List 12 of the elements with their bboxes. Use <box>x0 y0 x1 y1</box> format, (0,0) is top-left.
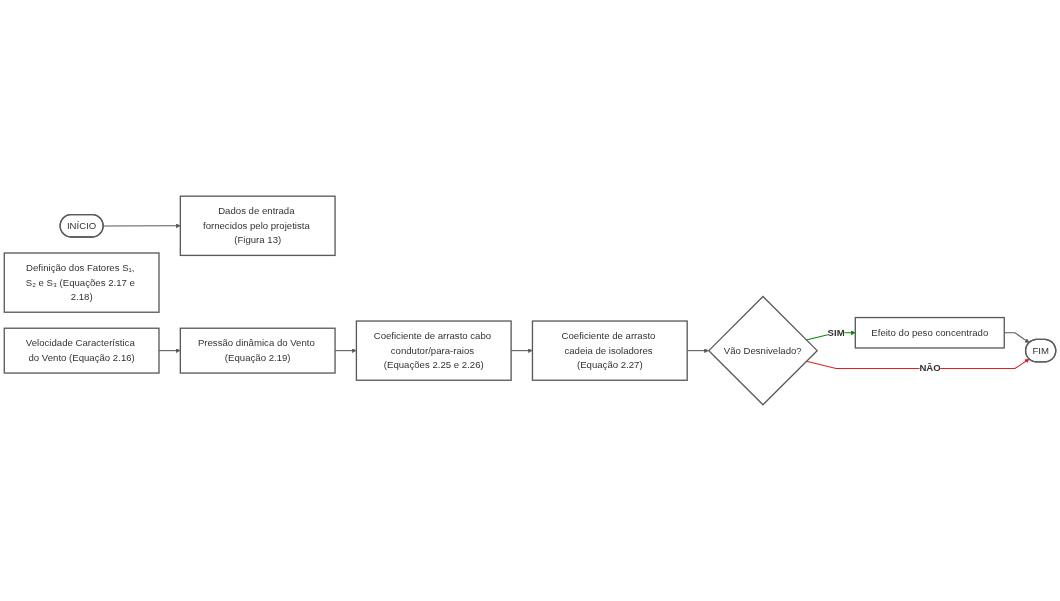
edge-label: NÃO <box>919 362 941 374</box>
arrow <box>805 358 1030 370</box>
node-box: Coeficiente de arrasto cabo condutor/para-raios (Equações 2.25 e 2.26) <box>355 320 512 381</box>
node-box: Definição dos Fatores S₁, S₂ e S₃ (Equações 2.17 e 2.18) <box>3 252 160 313</box>
node-box: Pressão dinâmica do Vento (Equação 2.19) <box>179 327 336 374</box>
node-box: Coeficiente de arrasto cadeia de isoladores (Equação 2.27) <box>531 320 688 381</box>
node-diamond: Vão Desnivelado? <box>707 295 819 406</box>
node-box: Efeito do peso concentrado <box>854 316 1005 349</box>
edge-label: SIM <box>827 327 845 338</box>
node-box: Dados de entrada fornecidos pelo projetista (Figura 13) <box>179 195 336 257</box>
node-box: Velocidade Característica do Vento (Equação 2.16) <box>3 327 160 374</box>
arrow <box>158 348 181 353</box>
